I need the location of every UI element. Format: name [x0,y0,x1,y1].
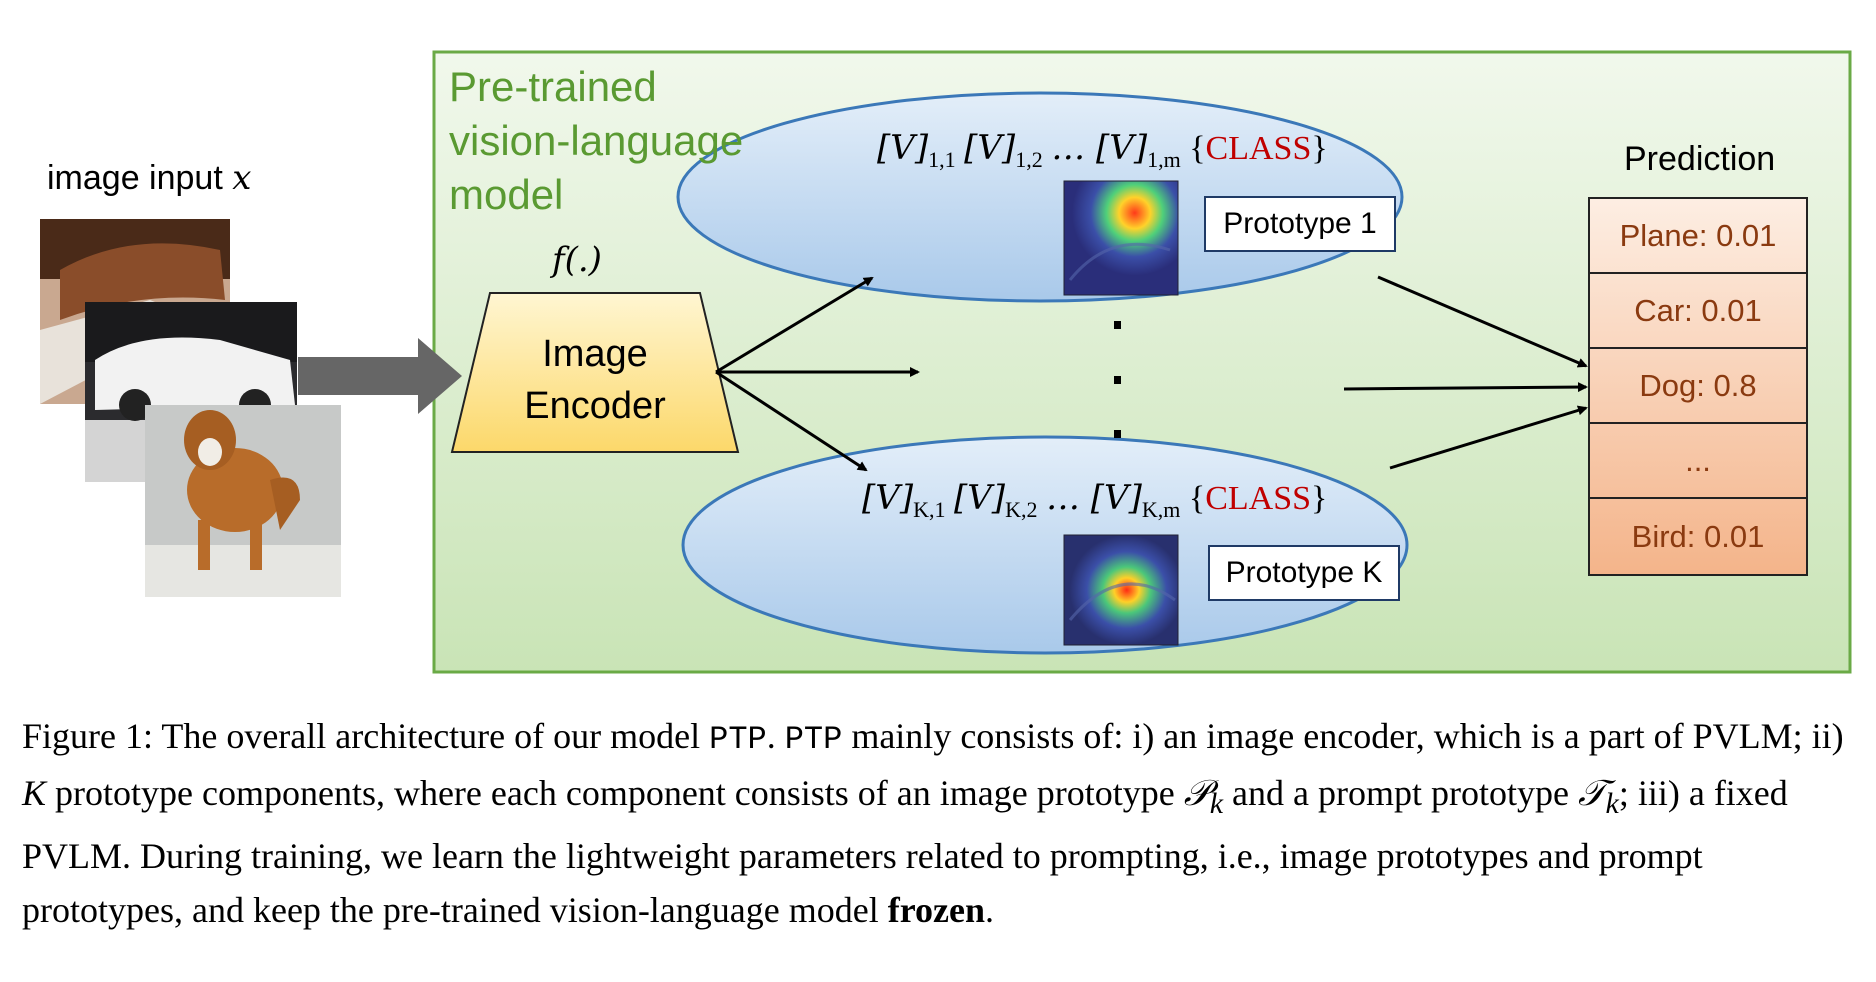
model-box-title-line-1: Pre-trained [449,63,657,110]
caption-model-name-2: PTP [784,721,843,758]
caption-label: Figure 1: [22,716,153,756]
caption-k-var: K [22,772,47,813]
prompt-token-bottom-1: [V]K,1 [862,478,946,522]
encoder-function-label: f(.) [552,240,602,280]
arrow-top-to-prediction [1377,275,1588,368]
caption-p-sub: k [1209,786,1224,820]
model-box-title: Pre-trained vision-language model [449,60,743,222]
prediction-table-bg [1588,197,1808,575]
arrow-encoder-to-top [715,276,874,374]
prompt-tokens-top: [V]1,1 [V]1,2 … [V]1,m {CLASS} [877,128,1328,173]
caption-t-var: 𝒯 [1577,772,1606,813]
prompt-token-bottom-2: [V]K,2 [953,478,1038,522]
caption-p-var: 𝒫 [1183,772,1210,813]
input-images [40,219,341,597]
caption-text-3: mainly consists of: i) an image encoder,… [842,716,1844,756]
caption-end: . [985,889,995,930]
prediction-table: Plane: 0.01 Car: 0.01 Dog: 0.8 ... Bird:… [1588,197,1808,576]
caption-t-sub: k [1605,786,1619,820]
ellipsis-dot-1 [1114,321,1121,329]
prompt-token-bottom-3: … [V]K,m [1045,478,1181,522]
prediction-row: Plane: 0.01 [1590,199,1806,274]
ellipsis-dot-2 [1114,376,1121,384]
image-encoder-label-line-1: Image [542,333,648,375]
input-image-dog [145,405,341,597]
figure-caption: Figure 1: The overall architecture of ou… [22,710,1862,937]
prompt-token-top-2: [V]1,2 [964,128,1043,172]
image-input-label-text: image input [47,159,233,197]
architecture-diagram [40,50,1852,674]
caption-text-4: prototype components, where each compone… [46,772,1184,813]
caption-model-name: PTP [709,721,767,758]
model-box-title-line-2: vision-language [449,117,744,164]
prediction-title: Prediction [1624,140,1776,178]
image-input-var: x [232,158,252,198]
prompt-tokens-bottom: [V]K,1 [V]K,2 … [V]K,m {CLASS} [862,478,1327,523]
caption-text-6: ; iii) a fixed PVLM. During training, we… [22,772,1788,930]
prototype-1-label: Prototype 1 [1223,207,1377,240]
image-encoder-shape [450,292,740,453]
heatmap-image-bottom [1063,534,1179,646]
prediction-row: Bird: 0.01 [1631,518,1765,554]
image-encoder-label-line-2: Encoder [524,385,666,427]
prototype-k-box: Prototype K [1208,545,1400,601]
caption-text-2: . [766,716,785,756]
prompt-token-top-1: [V]1,1 [877,128,956,172]
arrow-middle-to-prediction [1343,382,1588,393]
prompt-class-bottom: {CLASS} [1188,480,1328,517]
prediction-row: Dog: 0.8 [1590,349,1806,424]
caption-text-1: The overall architecture of our model [153,716,710,756]
arrow-encoder-to-bottom [715,370,868,472]
heatmap-image-top [1063,180,1179,296]
model-box-title-line-3: model [449,171,564,218]
prototype-k-label: Prototype K [1225,556,1383,589]
prediction-row: ... [1590,424,1806,499]
caption-bold-word: frozen [887,889,986,930]
prompt-class-top: {CLASS} [1189,130,1328,167]
image-encoder-label: Image Encoder [500,328,690,432]
ellipsis-dot-3 [1114,430,1121,438]
input-arrow [298,338,462,414]
image-input-label: image input x [47,158,251,198]
prompt-token-top-3: … [V]1,m [1051,128,1181,172]
arrow-bottom-to-prediction [1389,405,1588,470]
encoder-function-text: f(.) [552,240,602,280]
prediction-row: Car: 0.01 [1590,274,1806,349]
prototype-1-box: Prototype 1 [1204,196,1396,252]
caption-text-5: and a prompt prototype [1223,772,1578,813]
